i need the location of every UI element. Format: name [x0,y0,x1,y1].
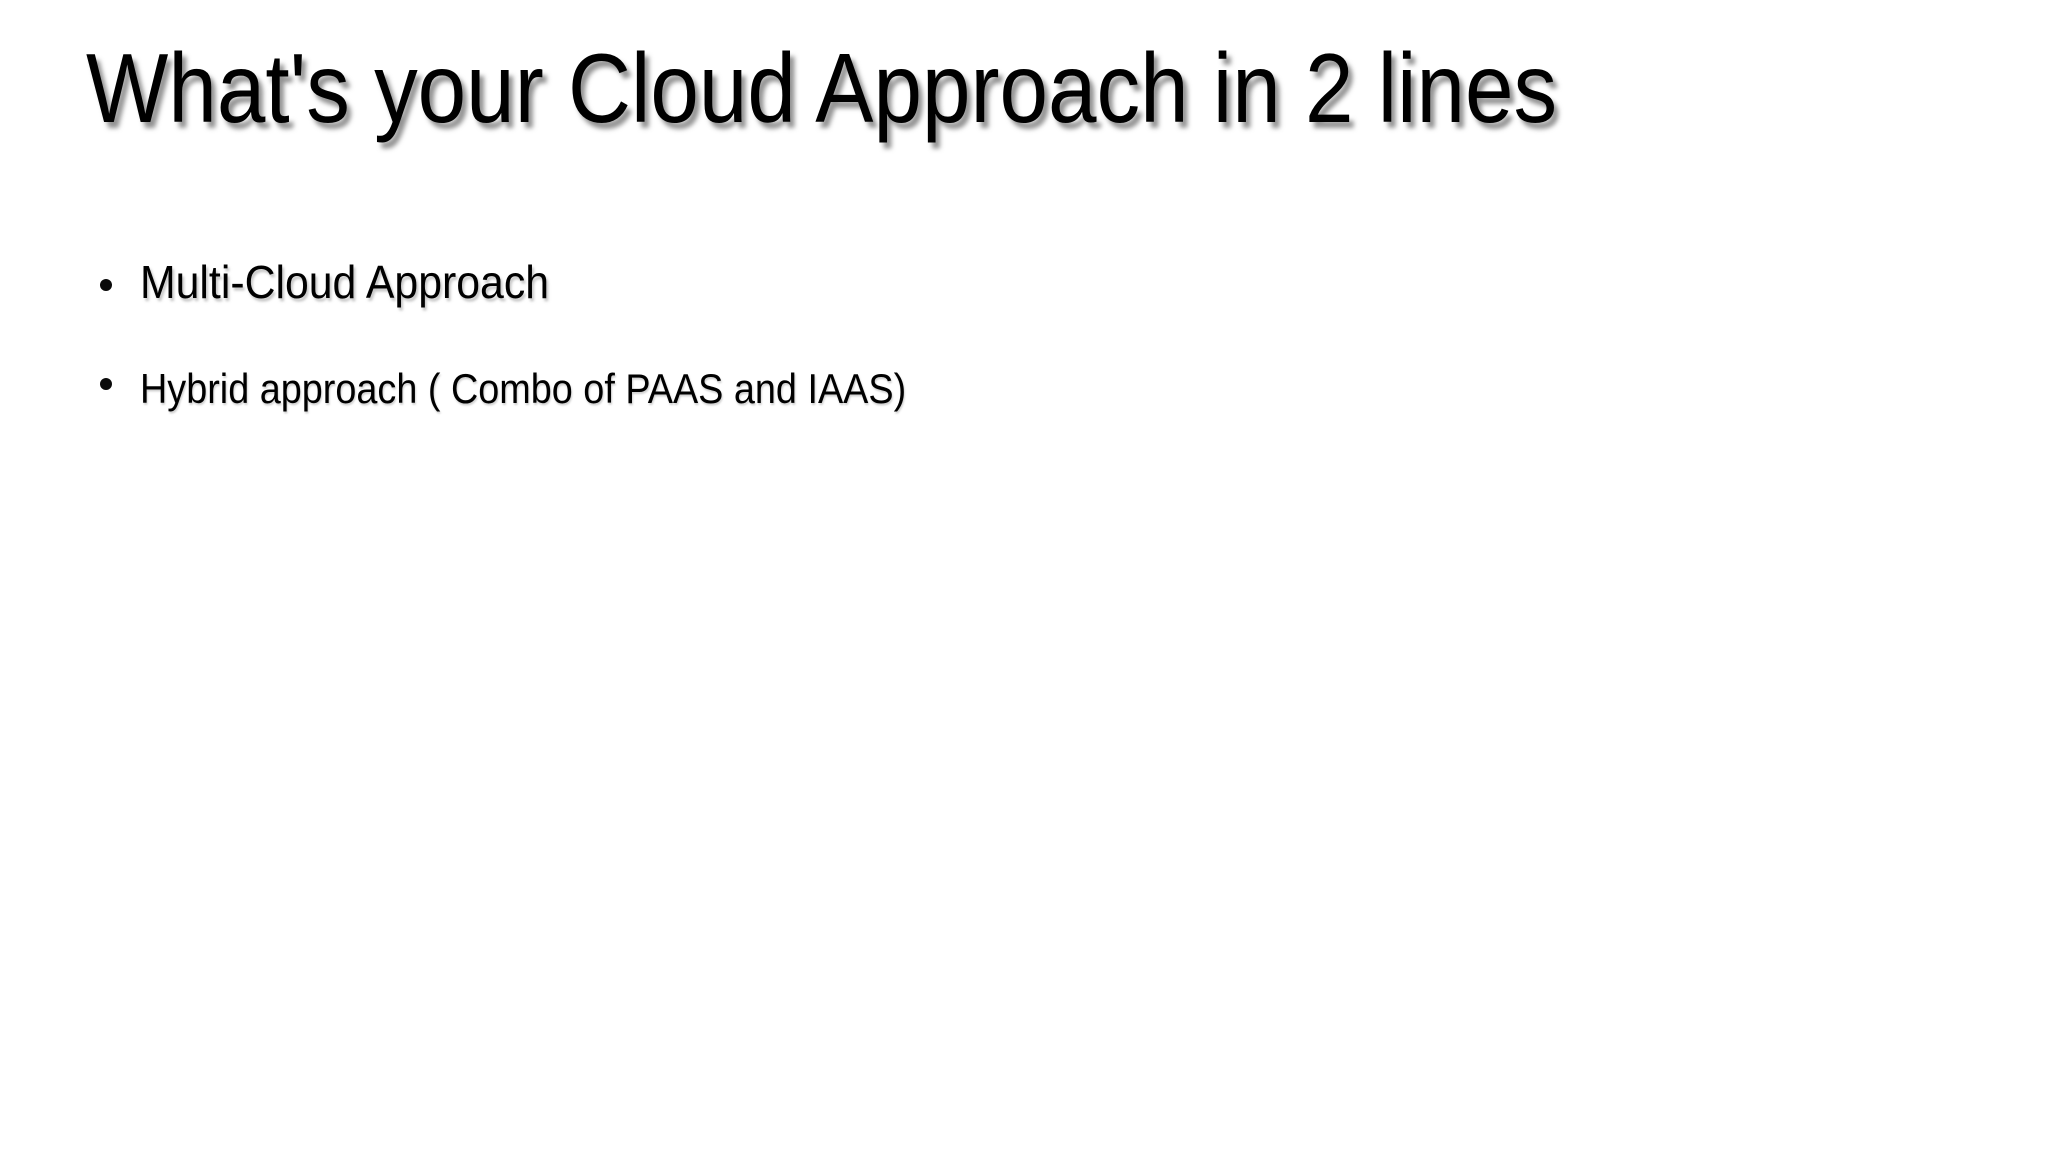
slide-title: What's your Cloud Approach in 2 lines [86,33,1558,143]
bullet-dot-icon [100,279,112,291]
bullet-text: Multi-Cloud Approach [140,256,550,308]
bullet-text: Hybrid approach ( Combo of PAAS and IAAS… [140,365,907,412]
bullet-dot-icon [100,378,112,390]
